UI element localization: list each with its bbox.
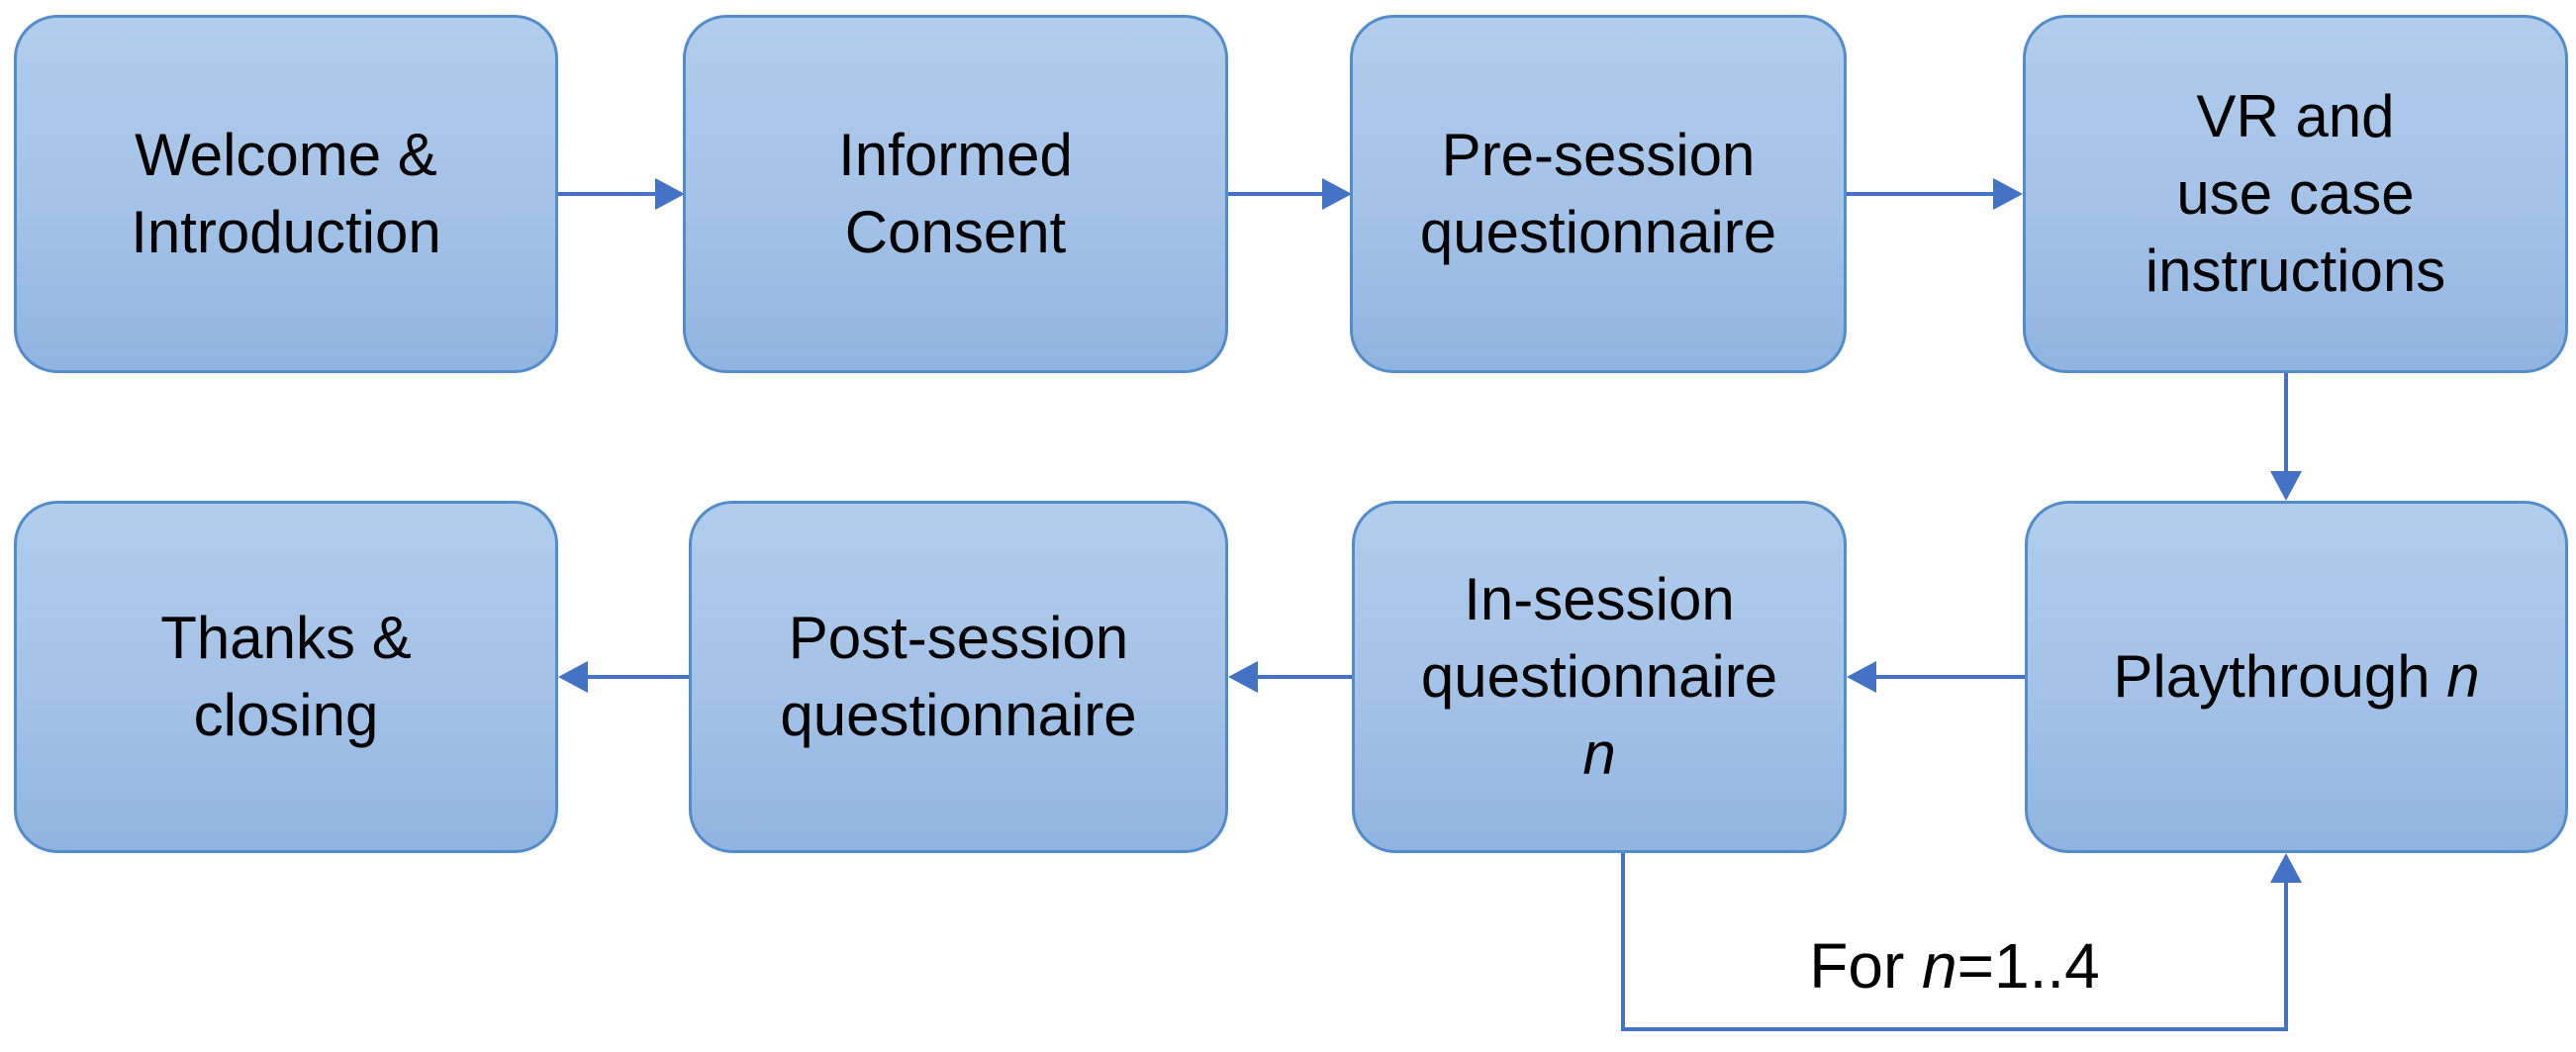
loop-label-suffix: =1..4 [1956, 930, 2100, 1002]
arrow-vr-to-playthrough [2270, 373, 2302, 501]
box-text-line: Post-session [788, 605, 1129, 671]
box-text-line: instructions [2145, 238, 2446, 304]
arrow-postsession-to-thanks [558, 661, 689, 693]
box-text-line: questionnaire [1419, 199, 1777, 265]
box-text-line: VR and [2196, 83, 2395, 149]
box-text-variable-n: n [1582, 720, 1616, 787]
box-thanks-closing: Thanks & closing [14, 501, 558, 853]
arrow-presession-to-vr [1847, 178, 2023, 210]
box-text: Playthrough [2113, 643, 2447, 710]
box-text-line: Welcome & [135, 122, 437, 188]
box-text-variable-n: n [2446, 643, 2480, 710]
box-text-line: Playthrough n [2113, 638, 2479, 716]
box-text-line: In-session [1464, 566, 1735, 632]
box-pre-session-questionnaire: Pre-session questionnaire [1350, 15, 1847, 373]
box-text-line: Pre-session [1441, 122, 1756, 188]
box-vr-use-case-instructions: VR and use case instructions [2023, 15, 2568, 373]
box-text-line: Informed [838, 122, 1073, 188]
box-post-session-questionnaire: Post-session questionnaire [689, 501, 1228, 853]
arrow-insession-to-postsession [1228, 661, 1352, 693]
box-welcome-introduction: Welcome & Introduction [14, 15, 558, 373]
loop-label-variable-n: n [1922, 930, 1957, 1002]
box-playthrough-n: Playthrough n [2025, 501, 2568, 853]
arrow-playthrough-to-insession [1847, 661, 2025, 693]
box-text-line: Consent [844, 199, 1067, 265]
arrow-loop-insession-to-playthrough [1621, 853, 2302, 1031]
arrow-welcome-to-consent [558, 178, 685, 210]
box-text-line: Thanks & [160, 605, 412, 671]
box-text-line: Introduction [131, 199, 441, 265]
box-text-line: questionnaire [1420, 643, 1778, 710]
arrow-consent-to-presession [1228, 178, 1352, 210]
loop-annotation-for-n-1-4: For n=1..4 [1707, 928, 2202, 1004]
box-text-line: closing [193, 682, 379, 748]
box-text-line: questionnaire [780, 682, 1137, 748]
box-in-session-questionnaire-n: In-session questionnaire n [1352, 501, 1847, 853]
box-informed-consent: Informed Consent [683, 15, 1228, 373]
box-text-line: use case [2176, 160, 2415, 227]
loop-label-prefix: For [1809, 930, 1923, 1002]
